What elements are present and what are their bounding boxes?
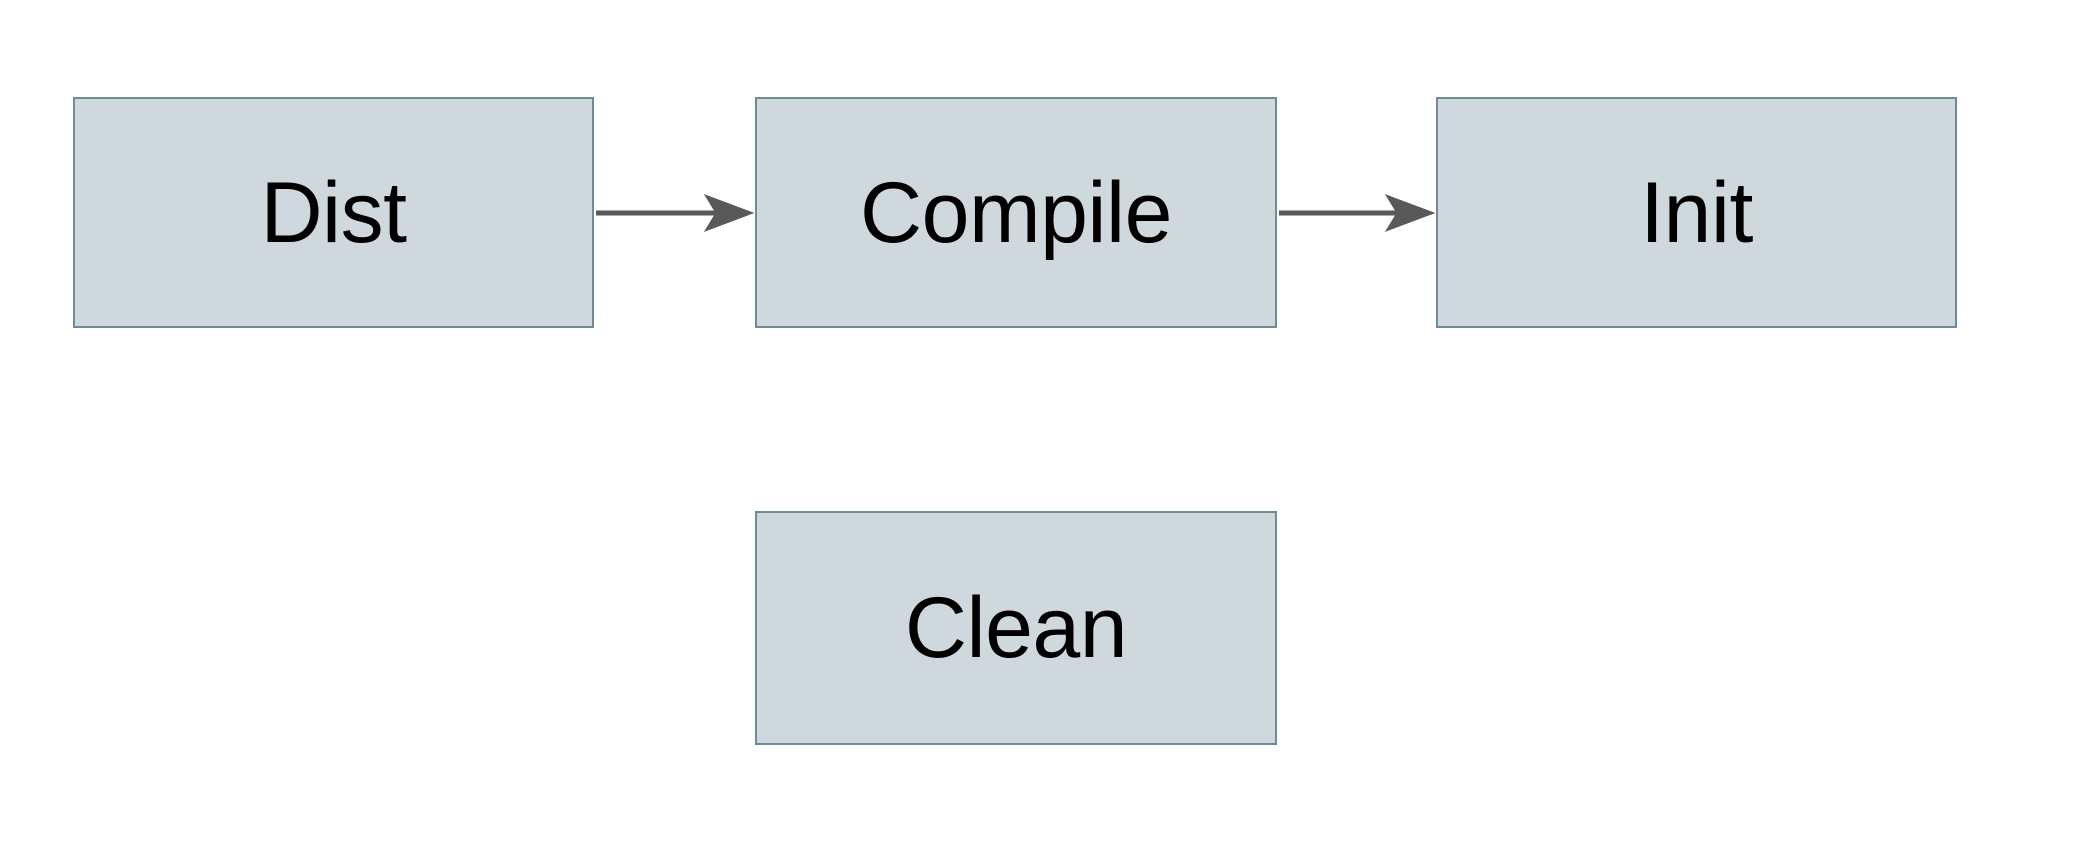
- node-dist[interactable]: Dist: [73, 97, 594, 328]
- node-clean[interactable]: Clean: [755, 511, 1277, 745]
- node-compile[interactable]: Compile: [755, 97, 1277, 328]
- node-dist-label: Dist: [260, 164, 407, 261]
- node-init-label: Init: [1640, 164, 1753, 261]
- node-clean-label: Clean: [904, 580, 1128, 676]
- arrowhead-icon: [1384, 194, 1436, 232]
- edge-compile-to-init[interactable]: [1279, 194, 1436, 232]
- edge-dist-to-compile[interactable]: [596, 194, 755, 232]
- node-init[interactable]: Init: [1436, 97, 1957, 328]
- node-compile-label: Compile: [860, 164, 1172, 261]
- arrowhead-icon: [703, 194, 755, 232]
